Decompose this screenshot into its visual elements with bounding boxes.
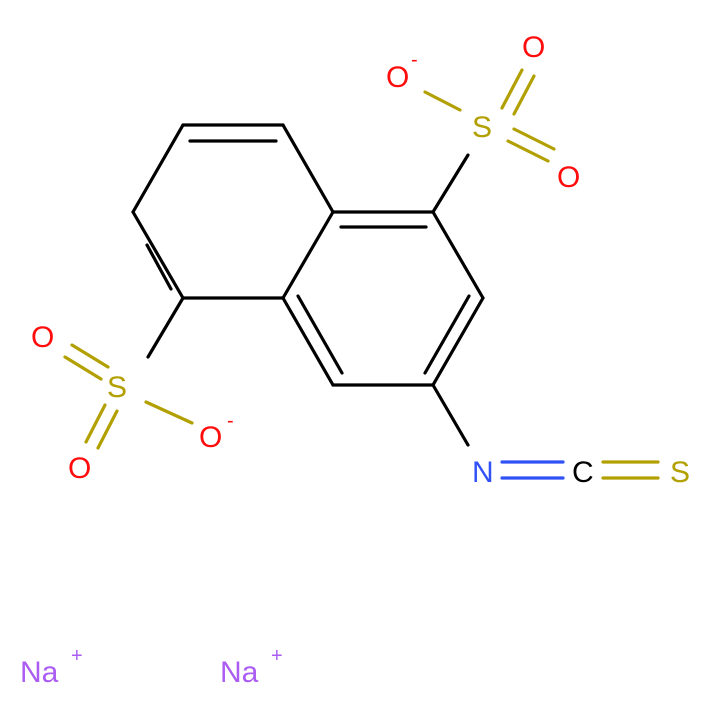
atom-n: N <box>472 456 494 489</box>
atom-o-left-1: O <box>31 321 54 354</box>
atom-na-2: Na <box>220 656 259 689</box>
atom-c: C <box>572 456 594 489</box>
atom-o-top-right-2: O <box>557 161 580 194</box>
naphthalene-bonds <box>131 123 485 387</box>
charge-o-top: - <box>411 49 418 71</box>
atom-labels: S O - O O S O O O - N C S Na + Na + <box>20 31 690 689</box>
substituent-bonds <box>63 68 660 480</box>
charge-na-2: + <box>271 645 283 667</box>
atom-o-top-minus: O <box>386 61 409 94</box>
atom-na-1: Na <box>20 656 59 689</box>
atom-s-top: S <box>472 111 492 144</box>
atom-o-left-2: O <box>68 452 91 485</box>
atom-o-top-right-1: O <box>522 31 545 64</box>
atom-s-thio: S <box>670 456 690 489</box>
charge-o-left: - <box>227 410 234 432</box>
atom-o-left-minus: O <box>199 421 222 454</box>
charge-na-1: + <box>71 645 83 667</box>
atom-s-left: S <box>107 371 127 404</box>
